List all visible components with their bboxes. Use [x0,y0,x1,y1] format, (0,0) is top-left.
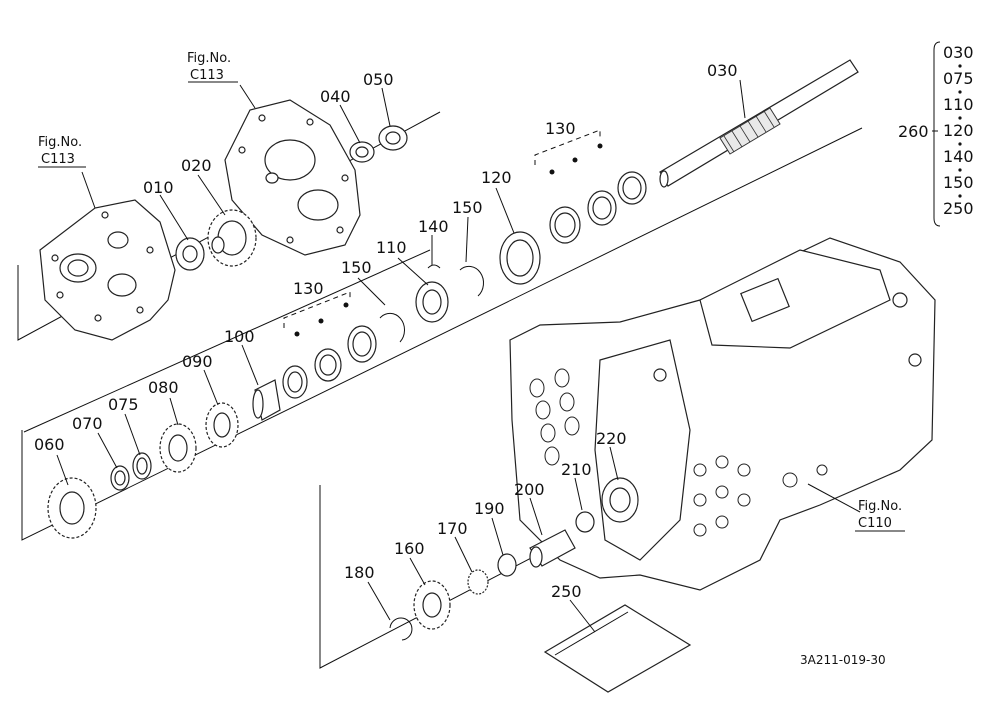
kit-item-110: 110 [943,95,974,114]
label-070: 070 [72,414,103,433]
kit-item-140: 140 [943,147,974,166]
label-250: 250 [551,582,582,601]
label-040: 040 [320,87,351,106]
label-150-lower: 150 [341,258,372,277]
label-200: 200 [514,480,545,499]
main-shaft-030 [659,59,859,188]
label-210: 210 [561,460,592,479]
kit-260-label: 260 [898,122,929,141]
label-075: 075 [108,395,139,414]
leader-lines [56,79,938,633]
label-180: 180 [344,563,375,582]
label-120: 120 [481,168,512,187]
kit-item-250: 250 [943,199,974,218]
figure-references: Fig.No. C113 Fig.No. C113 Fig.No. C110 [38,51,905,532]
part-drawings-upper [47,125,692,693]
label-090: 090 [182,352,213,371]
label-150-upper: 150 [452,198,483,217]
diagram-id: 3A211-019-30 [800,653,886,667]
kit-item-150: 150 [943,173,974,192]
rear-housing-drawing [39,199,176,341]
kit-item-120: 120 [943,121,974,140]
kit-260-group: 260 030 075 110 120 140 150 250 [898,41,974,227]
label-220: 220 [596,429,627,448]
label-170: 170 [437,519,468,538]
fig-ref-2-line2: C113 [41,152,75,167]
label-060: 060 [34,435,65,454]
fig-ref-1-line1: Fig.No. [187,51,231,66]
kit-item-030: 030 [943,43,974,62]
label-050: 050 [363,70,394,89]
fig-ref-3-line2: C110 [858,516,892,531]
label-190: 190 [474,499,505,518]
fig-ref-2-line1: Fig.No. [38,135,82,150]
group-130-markers [283,129,603,337]
label-130-lower: 130 [293,279,324,298]
label-140: 140 [418,217,449,236]
label-130-upper: 130 [545,119,576,138]
label-020: 020 [181,156,212,175]
fig-ref-3-line1: Fig.No. [858,499,902,514]
part-labels: 010 020 030 040 050 060 070 075 080 090 … [34,61,738,601]
fig-ref-1-line2: C113 [190,68,224,83]
label-100: 100 [224,327,255,346]
label-160: 160 [394,539,425,558]
kit-item-075: 075 [943,69,974,88]
label-030: 030 [707,61,738,80]
label-010: 010 [143,178,174,197]
mid-case-drawing [224,99,361,256]
transmission-case-drawing [509,237,936,591]
label-110: 110 [376,238,407,257]
label-080: 080 [148,378,179,397]
